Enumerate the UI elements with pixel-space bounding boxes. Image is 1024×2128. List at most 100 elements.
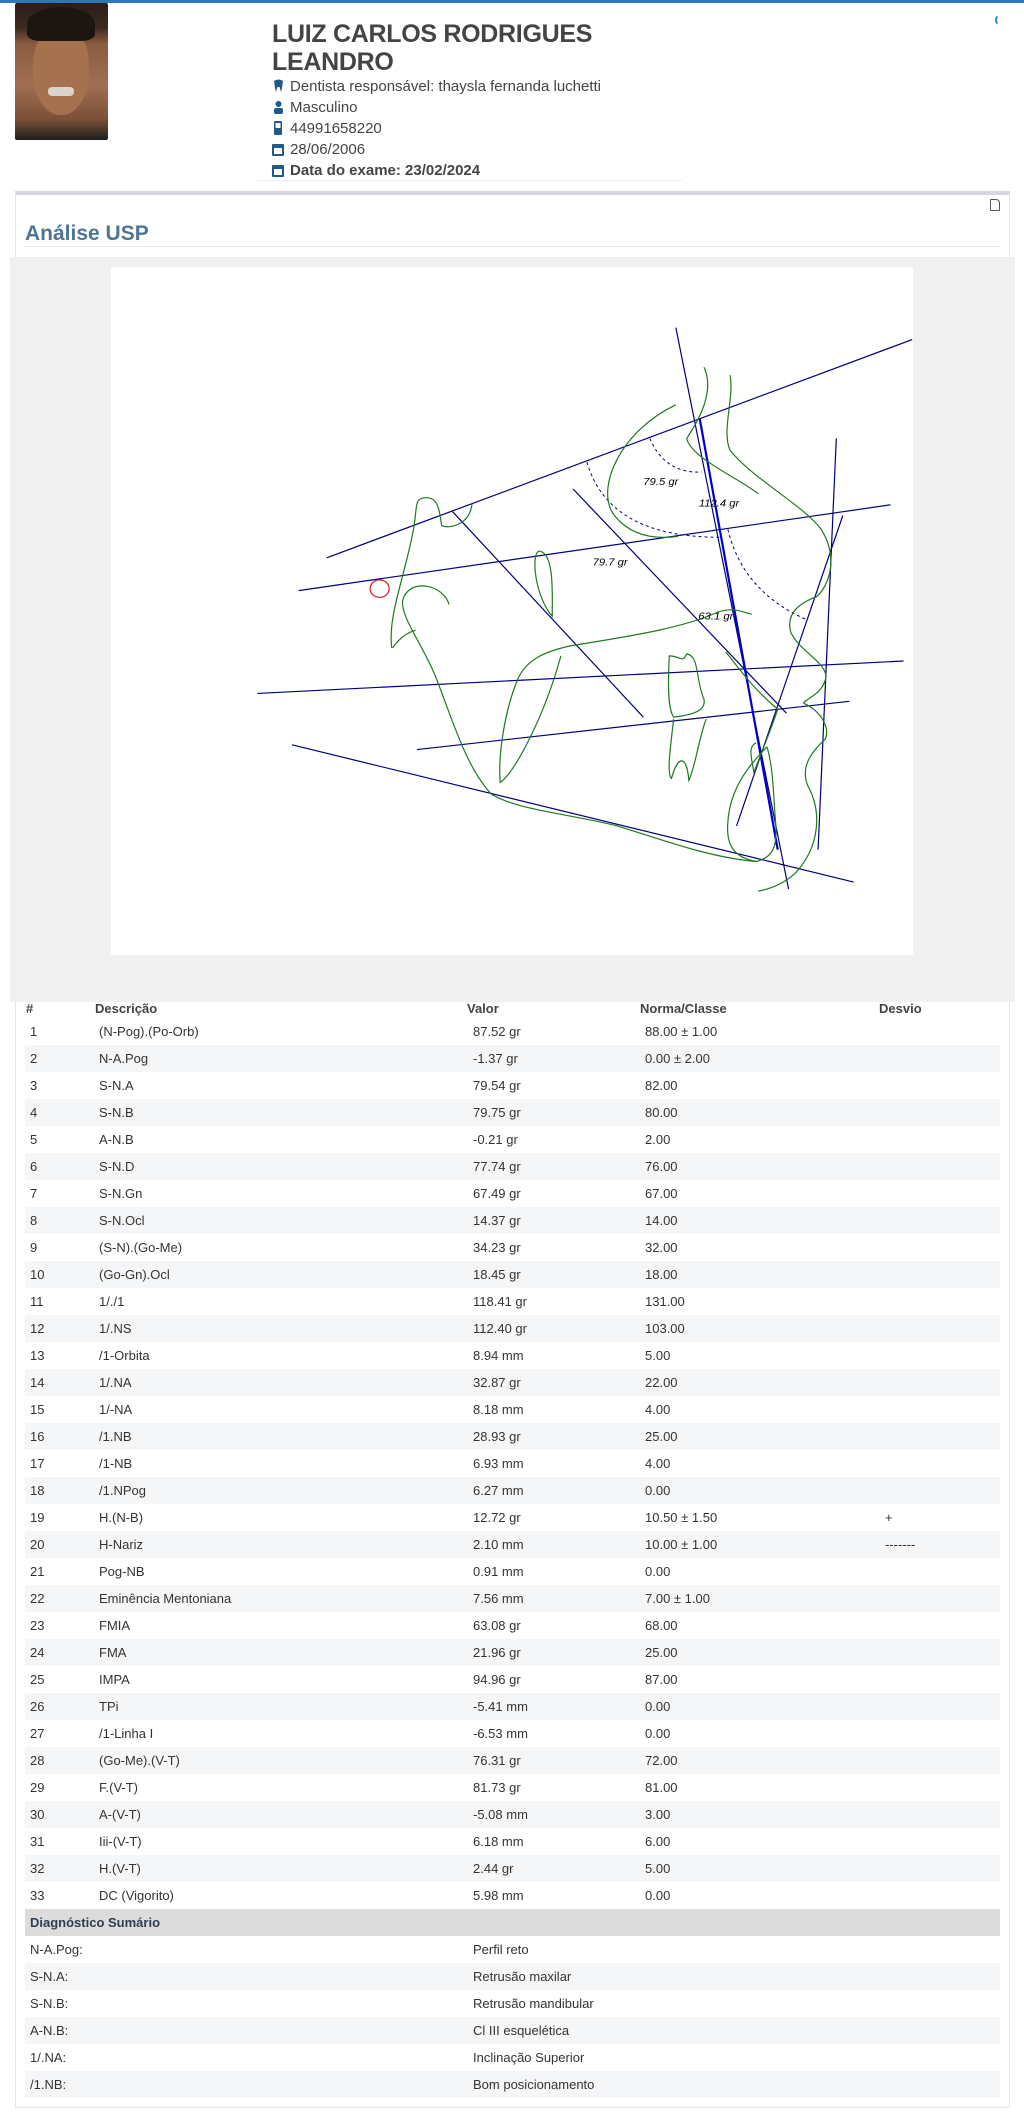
cell-number: 18: [30, 1483, 45, 1498]
birth-date-text: 28/06/2006: [290, 140, 366, 158]
tracing-line-incisor: [737, 515, 843, 825]
exam-date-info: Data do exame: 23/02/2024: [272, 160, 480, 180]
patient-photo: [15, 3, 108, 140]
cell-number: 31: [30, 1834, 45, 1849]
loading-spinner-icon: [995, 14, 1007, 26]
phone-text: 44991658220: [290, 119, 382, 137]
top-accent-bar: [0, 0, 1024, 3]
header-number: #: [26, 1001, 34, 1016]
summary-measure: /1.NB:: [30, 2077, 67, 2092]
tracing-line-vt: [818, 438, 836, 849]
cell-deviation: -------: [885, 1537, 916, 1552]
cell-description: S-N.Ocl: [99, 1213, 145, 1228]
cell-number: 23: [30, 1618, 45, 1633]
document-icon[interactable]: [990, 199, 1000, 211]
cell-description: DC (Vigorito): [99, 1888, 174, 1903]
cell-number: 22: [30, 1591, 45, 1606]
summary-diagnosis: Bom posicionamento: [473, 2077, 595, 2092]
cell-value: -5.08 mm: [473, 1807, 528, 1822]
sex-text: Masculino: [290, 98, 358, 116]
cell-description: H-Nariz: [99, 1537, 144, 1552]
angle-label: 79.5 gr: [643, 476, 678, 487]
cell-number: 21: [30, 1564, 45, 1579]
cell-description: F.(V-T): [99, 1780, 138, 1795]
cell-description: (Go-Gn).Ocl: [99, 1267, 170, 1282]
cell-value: 79.75 gr: [473, 1105, 521, 1120]
cell-description: 1/.NA: [99, 1375, 132, 1390]
cell-number: 27: [30, 1726, 45, 1741]
cell-value: 6.27 mm: [473, 1483, 524, 1498]
birth-date-info: 28/06/2006: [272, 139, 365, 159]
summary-measure: S-N.B:: [30, 1996, 69, 2011]
cell-description: (N-Pog).(Po-Orb): [99, 1024, 199, 1039]
summary-diagnosis: Inclinação Superior: [473, 2050, 585, 2065]
cell-value: 79.54 gr: [473, 1078, 521, 1093]
summary-diagnosis: Retrusão maxilar: [473, 1969, 572, 1984]
cell-number: 20: [30, 1537, 45, 1552]
anatomy-condyle: [393, 630, 416, 648]
cell-number: 24: [30, 1645, 45, 1660]
cell-description: S-N.Gn: [99, 1186, 143, 1201]
tracing-line-mandibular: [292, 745, 854, 882]
cell-norm: 0.00: [645, 1888, 671, 1903]
cell-description: S-N.A: [99, 1078, 134, 1093]
tracing-line-occlusal: [417, 701, 849, 749]
cell-value: 112.40 gr: [473, 1321, 527, 1336]
cell-number: 17: [30, 1456, 45, 1471]
cell-description: H.(N-B): [99, 1510, 144, 1525]
summary-diagnosis: Retrusão mandibular: [473, 1996, 594, 2011]
cell-number: 14: [30, 1375, 45, 1390]
anatomy-upper-molar: [668, 654, 704, 717]
cell-deviation: +: [885, 1510, 893, 1525]
cell-description: A-(V-T): [99, 1807, 141, 1822]
header-value: Valor: [467, 1001, 499, 1016]
cell-value: 76.31 gr: [473, 1753, 521, 1768]
summary-row: /1.NB: Bom posicionamento: [25, 2071, 1000, 2098]
cell-value: 2.44 gr: [473, 1861, 514, 1876]
cell-norm: 25.00: [645, 1645, 678, 1660]
sex-info: Masculino: [272, 97, 358, 117]
cell-description: (Go-Me).(V-T): [99, 1753, 180, 1768]
calendar-icon: [272, 142, 284, 156]
cell-description: IMPA: [99, 1672, 130, 1687]
cell-norm: 0.00: [645, 1564, 671, 1579]
cell-norm: 0.00 ± 2.00: [645, 1051, 710, 1066]
cell-value: 77.74 gr: [473, 1159, 521, 1174]
cell-norm: 80.00: [645, 1105, 678, 1120]
cell-norm: 5.00: [645, 1348, 671, 1363]
phone-info: 44991658220: [272, 118, 382, 138]
patient-name-line2: LEANDRO: [272, 48, 394, 76]
cell-value: 5.98 mm: [473, 1888, 524, 1903]
cell-norm: 22.00: [645, 1375, 678, 1390]
anatomy-mandible: [402, 586, 776, 862]
title-divider: [25, 246, 1000, 247]
cell-norm: 7.00 ± 1.00: [645, 1591, 710, 1606]
cell-value: 6.18 mm: [473, 1834, 524, 1849]
cell-number: 12: [30, 1321, 45, 1336]
cell-value: 8.94 mm: [473, 1348, 524, 1363]
cell-norm: 81.00: [645, 1780, 678, 1795]
cell-value: 18.45 gr: [473, 1267, 521, 1282]
cell-number: 8: [30, 1213, 38, 1228]
summary-row: A-N.B:Cl III esquelética: [25, 2017, 1000, 2044]
anatomy-orbit: [608, 405, 678, 538]
cell-number: 30: [30, 1807, 45, 1822]
cell-norm: 18.00: [645, 1267, 678, 1282]
summary-measure: 1/.NA:: [30, 2050, 67, 2065]
cell-norm: 67.00: [645, 1186, 678, 1201]
cell-description: Pog-NB: [99, 1564, 145, 1579]
summary-measure: N-A.Pog:: [30, 1942, 83, 1957]
cell-norm: 6.00: [645, 1834, 671, 1849]
cell-number: 2: [30, 1051, 38, 1066]
